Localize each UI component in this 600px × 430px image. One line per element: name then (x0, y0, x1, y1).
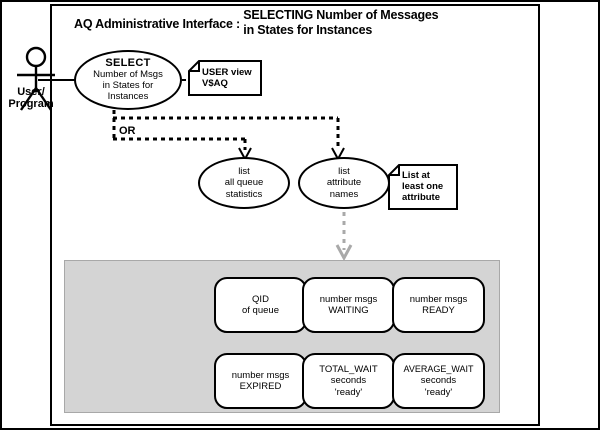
note-user-view-line2: V$AQ (202, 78, 228, 89)
note-list-attribute-line3: attribute (402, 192, 440, 203)
note-shape-icon (188, 60, 262, 96)
title-main-line2: in States for Instances (243, 23, 373, 37)
actor-figure-icon (17, 46, 55, 111)
result-box-number-msgs-ready[interactable]: number msgs READY (392, 277, 485, 333)
result-box-number-msgs-waiting[interactable]: number msgs WAITING (302, 277, 395, 333)
note-user-view-line1: USER view (202, 67, 252, 78)
actor-user-program (12, 46, 60, 122)
actor-label-line2: Program (8, 98, 54, 110)
result-box-total-wait[interactable]: TOTAL_WAIT seconds 'ready' (302, 353, 395, 409)
result-box-2-line1: number msgs (409, 293, 468, 305)
result-box-qid-of-queue[interactable]: QID of queue (214, 277, 307, 333)
result-box-5-line1: AVERAGE_WAIT (403, 363, 474, 374)
note-shape-icon (388, 164, 458, 210)
result-box-4-line3: 'ready' (334, 386, 363, 398)
title-main: SELECTING Number of Messages in States f… (243, 8, 438, 38)
note-list-attribute-text: List at least one attribute (402, 170, 455, 203)
result-box-number-msgs-expired[interactable]: number msgs EXPIRED (214, 353, 307, 409)
result-box-4-line2: seconds (330, 375, 367, 387)
result-box-5-line3: 'ready' (424, 386, 453, 398)
result-box-1-line2: WAITING (328, 305, 369, 316)
usecase-list-all-queue-statistics[interactable]: list all queue statistics (198, 157, 290, 209)
note-user-view: USER view V$AQ (188, 60, 262, 96)
or-label: OR (118, 125, 137, 137)
result-box-5-line2: seconds (420, 375, 457, 387)
note-user-view-text: USER view V$AQ (202, 67, 259, 89)
actor-label-line1: User/ (17, 86, 45, 98)
result-box-1-line1: number msgs (319, 293, 378, 305)
usecase-select-number-of-msgs[interactable]: SELECT Number of Msgs in States for Inst… (74, 50, 182, 110)
usecase-attr-names-line2: attribute (326, 177, 362, 189)
system-boundary-frame (50, 4, 540, 426)
usecase-queue-stats-line2: all queue (224, 177, 264, 189)
usecase-main-line3: in States for (102, 80, 154, 91)
usecase-queue-stats-line1: list (238, 165, 250, 177)
usecase-main-line2: Number of Msgs (93, 69, 163, 80)
usecase-main-line1: SELECT (105, 57, 151, 69)
result-box-0-line1: QID (252, 293, 269, 305)
title-main-line1: SELECTING Number of Messages (243, 8, 439, 22)
usecase-attr-names-line3: names (329, 188, 359, 200)
note-list-attribute: List at least one attribute (388, 164, 458, 210)
result-box-3-line2: EXPIRED (239, 381, 282, 392)
note-list-attribute-line1: List at (402, 170, 430, 181)
usecase-list-attribute-names[interactable]: list attribute names (298, 157, 390, 209)
actor-label: User/ Program (2, 86, 60, 110)
page-title: AQ Administrative Interface : SELECTING … (74, 8, 534, 38)
result-box-0-line2: of queue (242, 305, 279, 316)
usecase-main-line4: Instances (107, 91, 149, 102)
result-box-3-line1: number msgs (231, 369, 290, 381)
note-list-attribute-line2: least one (402, 181, 444, 192)
title-prefix: AQ Administrative Interface : (74, 17, 241, 31)
result-box-4-line1: TOTAL_WAIT (319, 363, 378, 375)
usecase-attr-names-line1: list (338, 165, 350, 177)
result-box-average-wait[interactable]: AVERAGE_WAIT seconds 'ready' (392, 353, 485, 409)
result-box-2-line2: READY (422, 305, 455, 316)
usecase-queue-stats-line3: statistics (225, 188, 263, 200)
